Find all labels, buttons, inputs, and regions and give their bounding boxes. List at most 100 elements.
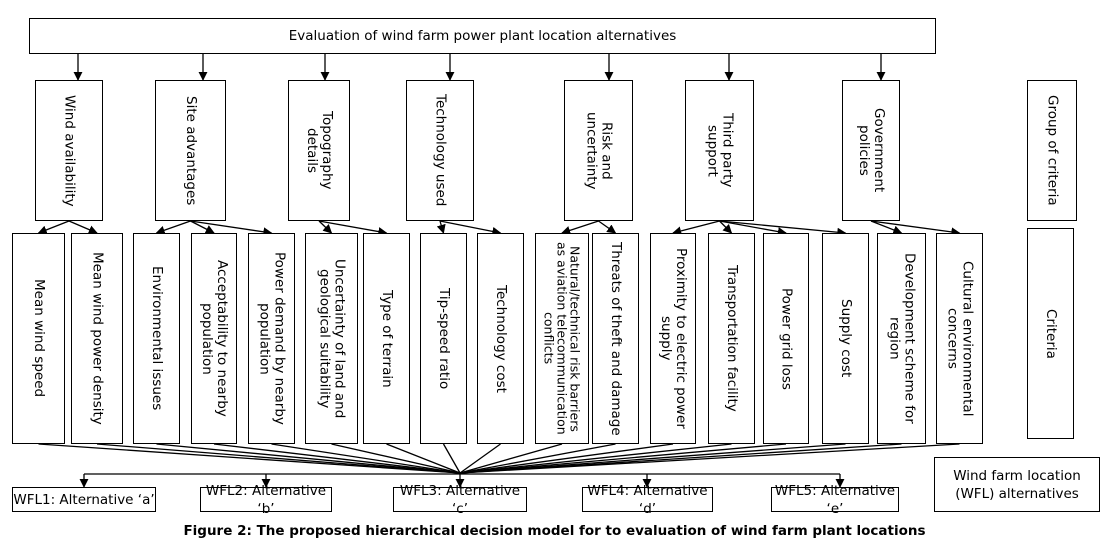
criterion-box: Type of terrain <box>363 233 410 444</box>
criterion-box: Supply cost <box>822 233 869 444</box>
group-to-criterion-arrow <box>870 220 903 235</box>
group-to-criterion-arrow <box>318 220 388 237</box>
criterion-to-alternatives-line <box>38 443 461 474</box>
legend-label: Criteria <box>1043 308 1059 359</box>
group-box-government-policies: Government policies <box>842 80 900 221</box>
legend-label: Group of criteria <box>1044 95 1061 206</box>
criterion-box: Mean wind power density <box>71 233 123 444</box>
group-to-criterion-arrow <box>190 220 215 234</box>
group-label: Technology used <box>432 94 449 207</box>
criterion-to-alternatives-line <box>96 443 461 474</box>
group-label: Third party support <box>704 113 736 188</box>
group-box-third-party-support: Third party support <box>685 80 754 221</box>
criterion-box: Power grid loss <box>763 233 809 444</box>
group-to-criterion-arrow <box>719 220 787 237</box>
group-to-criterion-arrow <box>719 220 733 234</box>
criterion-label: Proximity to electric power supply <box>658 248 689 429</box>
criterion-box: Uncertainty of land and geological suita… <box>305 233 358 444</box>
criterion-label: Development scheme for region <box>886 253 918 424</box>
criterion-label: Uncertainty of land and geological suita… <box>316 258 348 419</box>
group-to-criterion-arrow <box>598 220 617 234</box>
criterion-label: Tip-speed ratio <box>436 287 452 390</box>
criterion-label: Environmental issues <box>149 266 165 411</box>
alternative-box: WFL3: Alternative ‘c’ <box>393 483 527 517</box>
criterion-label: Supply cost <box>838 299 854 378</box>
criterion-box: Mean wind speed <box>12 233 65 444</box>
group-to-criterion-arrow <box>672 220 720 236</box>
group-to-criterion-arrow <box>436 220 446 234</box>
alternative-box: WFL4: Alternative ‘d’ <box>582 483 713 517</box>
criterion-label: Type of terrain <box>379 289 395 388</box>
criterion-to-alternatives-line <box>156 443 461 474</box>
group-label: Wind availability <box>61 94 78 207</box>
criterion-to-alternatives-line <box>459 443 787 474</box>
group-to-criterion-arrow <box>190 220 273 237</box>
group-to-criterion-arrow <box>439 220 502 236</box>
group-to-criterion-arrow <box>719 220 847 237</box>
legend-group-of-criteria: Group of criteria <box>1027 80 1077 221</box>
group-to-criterion-arrow <box>68 220 98 234</box>
criterion-label: Mean wind power density <box>89 252 106 425</box>
criterion-box: Technology cost <box>477 233 524 444</box>
group-to-criterion-arrow <box>870 220 961 237</box>
group-to-criterion-arrow <box>155 220 191 235</box>
criterion-to-alternatives-line <box>459 443 616 474</box>
group-to-criterion-arrow <box>37 220 70 235</box>
criterion-to-alternatives-line <box>386 443 461 474</box>
goal-box: Evaluation of wind farm power plant loca… <box>29 18 936 54</box>
criterion-to-alternatives-line <box>213 443 461 474</box>
alternative-box: WFL5: Alternative ‘e’ <box>771 483 899 517</box>
criterion-box: Environmental issues <box>133 233 180 444</box>
group-box-site-advantages: Site advantages <box>155 80 226 221</box>
criterion-box: Cultural environmental concerns <box>936 233 983 444</box>
criterion-to-alternatives-line <box>459 443 960 474</box>
alternative-label: WFL5: Alternative ‘e’ <box>774 482 896 517</box>
group-box-technology-used: Technology used <box>406 80 474 221</box>
alternative-label: WFL1: Alternative ‘a’ <box>13 491 155 508</box>
group-to-criterion-arrow <box>561 220 599 235</box>
group-box-risk-uncertainty: Risk and uncertainty <box>564 80 633 221</box>
criterion-box: Power demand by nearby population <box>248 233 295 444</box>
goal-label: Evaluation of wind farm power plant loca… <box>288 28 677 44</box>
alternative-label: WFL2: Alternative ‘b’ <box>205 482 327 517</box>
group-label: Site advantages <box>183 95 199 206</box>
group-box-wind-availability: Wind availability <box>35 80 103 221</box>
criterion-box: Acceptability to nearby population <box>191 233 237 444</box>
criterion-to-alternatives-line <box>442 443 461 474</box>
legend-alternatives: Wind farm location (WFL) alternatives <box>934 457 1100 512</box>
criterion-label: Cultural environmental concerns <box>944 260 976 417</box>
criterion-box: Natural/technical risk barriers as aviat… <box>535 233 589 444</box>
criterion-to-alternatives-line <box>271 443 461 474</box>
alternative-label: WFL4: Alternative ‘d’ <box>587 482 708 517</box>
criterion-label: Technology cost <box>493 284 509 393</box>
criterion-label: Acceptability to nearby population <box>199 260 230 417</box>
group-box-topography-details: Topography details <box>288 80 350 221</box>
group-label: Government policies <box>856 108 887 193</box>
criterion-to-alternatives-line <box>331 443 461 474</box>
criterion-to-alternatives-line <box>459 443 674 474</box>
criterion-label: Mean wind speed <box>31 279 47 398</box>
group-label: Topography details <box>304 111 335 190</box>
criterion-to-alternatives-line <box>459 443 563 474</box>
legend-criteria: Criteria <box>1027 228 1074 439</box>
criterion-box: Transportation facility <box>708 233 755 444</box>
legend-label: Wind farm location (WFL) alternatives <box>953 467 1081 502</box>
criterion-box: Development scheme for region <box>877 233 926 444</box>
criterion-label: Threats of theft and damage <box>608 241 624 436</box>
criterion-label: Natural/technical risk barriers as aviat… <box>541 242 583 435</box>
criterion-label: Power demand by nearby population <box>256 252 288 425</box>
group-label: Risk and uncertainty <box>583 111 615 190</box>
alternative-label: WFL3: Alternative ‘c’ <box>399 482 521 517</box>
figure-caption: Figure 2: The proposed hierarchical deci… <box>183 523 926 539</box>
group-to-criterion-arrow <box>318 220 333 234</box>
criterion-label: Transportation facility <box>724 265 740 412</box>
alternative-box: WFL1: Alternative ‘a’ <box>12 487 156 512</box>
criterion-box: Proximity to electric power supply <box>650 233 696 444</box>
criterion-label: Power grid loss <box>778 287 795 390</box>
alternative-box: WFL2: Alternative ‘b’ <box>200 483 332 517</box>
criterion-box: Tip-speed ratio <box>420 233 467 444</box>
criterion-to-alternatives-line <box>459 443 732 474</box>
criterion-to-alternatives-line <box>459 443 501 474</box>
criterion-box: Threats of theft and damage <box>592 233 639 444</box>
